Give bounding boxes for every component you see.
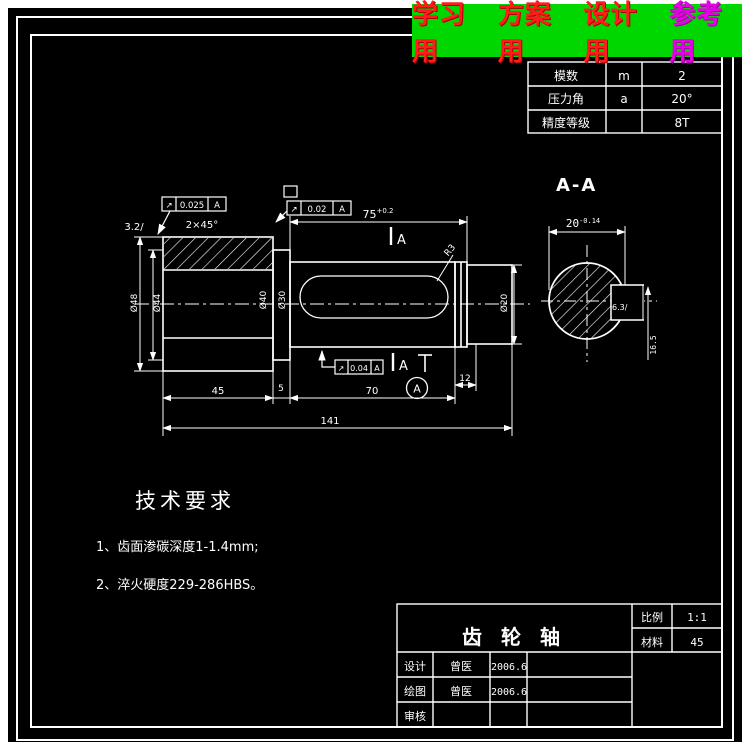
role-draw: 绘图 xyxy=(404,684,426,698)
param-value: 20° xyxy=(671,92,692,106)
dim-outer-diameter: Ø48 xyxy=(129,293,140,312)
surface-roughness-mark: 3.2/ xyxy=(124,222,144,233)
gear-parameter-table xyxy=(527,61,723,134)
dim-end-diameter: Ø20 xyxy=(499,293,510,312)
role-check: 审核 xyxy=(404,709,426,723)
section-mark-bottom: A xyxy=(399,359,408,374)
dim-top-tol: +0.2 xyxy=(377,207,394,215)
main-view-dimension-text: 45 5 70 12 141 75+0.2 Ø48 Ø44 Ø40 Ø30 Ø2… xyxy=(124,207,510,427)
tol-symbol: ↗ xyxy=(338,364,345,373)
tech-req-title: 技术要求 xyxy=(135,489,235,513)
gear-hatch-band xyxy=(164,238,272,269)
date-draw: 2006.6 xyxy=(491,687,527,698)
gear-parameter-table-text: 模数 m 2 压力角 a 20° 精度等级 8T xyxy=(542,68,693,130)
dim-root-diameter: Ø44 xyxy=(152,293,163,312)
param-label: 压力角 xyxy=(548,92,584,106)
param-label: 精度等级 xyxy=(542,115,590,130)
role-design: 设计 xyxy=(404,660,426,673)
name-draw: 曾医 xyxy=(450,684,472,698)
tol-value: 0.02 xyxy=(308,205,327,215)
dim-top-value: 75 xyxy=(363,208,377,221)
banner-word: 学习用 xyxy=(412,0,467,67)
section-cut-marks: A A A xyxy=(389,227,432,400)
shaft-main-view xyxy=(135,236,530,372)
section-view-aa: A-A 20-0.14 6.3/ 16.5 xyxy=(541,175,658,362)
drawing-canvas xyxy=(8,8,742,742)
watermark-banner: 学习用 方案用 设计用 参考用 xyxy=(412,0,742,67)
banner-word: 设计用 xyxy=(583,0,638,67)
section-diameter-dim: 20-0.14 xyxy=(566,217,600,230)
section-title: A-A xyxy=(556,175,597,196)
dim-gear-width: 45 xyxy=(212,386,225,397)
tolerance-frame-2: ↗ 0.02 A xyxy=(275,185,352,223)
keyway-roughness: 6.3/ xyxy=(612,303,628,312)
dim-hub-diameter: Ø40 xyxy=(258,290,269,309)
tol-symbol: ↗ xyxy=(165,201,172,211)
tol-datum: A xyxy=(339,205,345,215)
tol-datum: A xyxy=(374,364,380,373)
dim-collar-diameter: Ø30 xyxy=(277,290,288,309)
dim-end-length: 12 xyxy=(459,374,470,384)
tol-datum: A xyxy=(214,201,220,211)
name-design: 曾医 xyxy=(450,659,472,673)
tol-value: 0.04 xyxy=(350,364,368,373)
part-name: 齿 轮 轴 xyxy=(462,625,566,649)
scale-label: 比例 xyxy=(641,610,663,624)
material-value: 45 xyxy=(690,636,703,649)
dim-mid-length: 70 xyxy=(366,386,379,397)
scale-value: 1:1 xyxy=(687,611,707,624)
section-dim-value: 20 xyxy=(566,217,579,230)
keyway-depth-dim: 16.5 xyxy=(649,335,658,354)
datum-circle-icon xyxy=(405,376,429,400)
keyway-notch-mask xyxy=(611,285,644,320)
param-value: 2 xyxy=(678,69,686,83)
slot-radius-label: R3 xyxy=(443,243,458,259)
tol-symbol: ↗ xyxy=(290,205,297,215)
section-dim-tol: -0.14 xyxy=(579,217,600,225)
title-block-text: 齿 轮 轴 比例 1:1 材料 45 设计 曾医 2006.6 绘图 曾医 20… xyxy=(404,610,707,723)
tech-req-item: 2、淬火硬度229-286HBS。 xyxy=(96,577,263,593)
banner-word: 方案用 xyxy=(497,0,552,67)
sheet-border-frame xyxy=(16,16,734,741)
param-value: 8T xyxy=(675,116,691,130)
keyway-notch xyxy=(610,284,644,321)
date-design: 2006.6 xyxy=(491,662,527,673)
material-label: 材料 xyxy=(641,635,663,649)
technical-requirements: 技术要求 1、齿面渗碳深度1-1.4mm; 2、淬火硬度229-286HBS。 xyxy=(96,489,263,593)
datum-letter: A xyxy=(413,383,421,396)
chamfer-note: 2×45° xyxy=(186,220,218,231)
tolerance-frame-3: ↗ 0.04 A xyxy=(318,349,384,375)
main-view-dimension-lines xyxy=(134,216,522,436)
keyway-slot xyxy=(299,275,449,319)
banner-word: 参考用 xyxy=(669,0,724,67)
tolerance-frame-1: ↗ 0.025 A xyxy=(157,196,227,235)
param-symbol: a xyxy=(620,92,627,106)
param-symbol: m xyxy=(618,69,630,83)
tech-req-item: 1、齿面渗碳深度1-1.4mm; xyxy=(96,539,259,555)
param-label: 模数 xyxy=(554,68,578,83)
dim-collar-width: 5 xyxy=(278,384,284,394)
title-block xyxy=(396,603,723,728)
dim-overall-length: 141 xyxy=(320,416,339,427)
section-mark-top: A xyxy=(397,233,406,248)
tol-value: 0.025 xyxy=(180,201,204,211)
dim-top-length: 75+0.2 xyxy=(363,207,394,221)
